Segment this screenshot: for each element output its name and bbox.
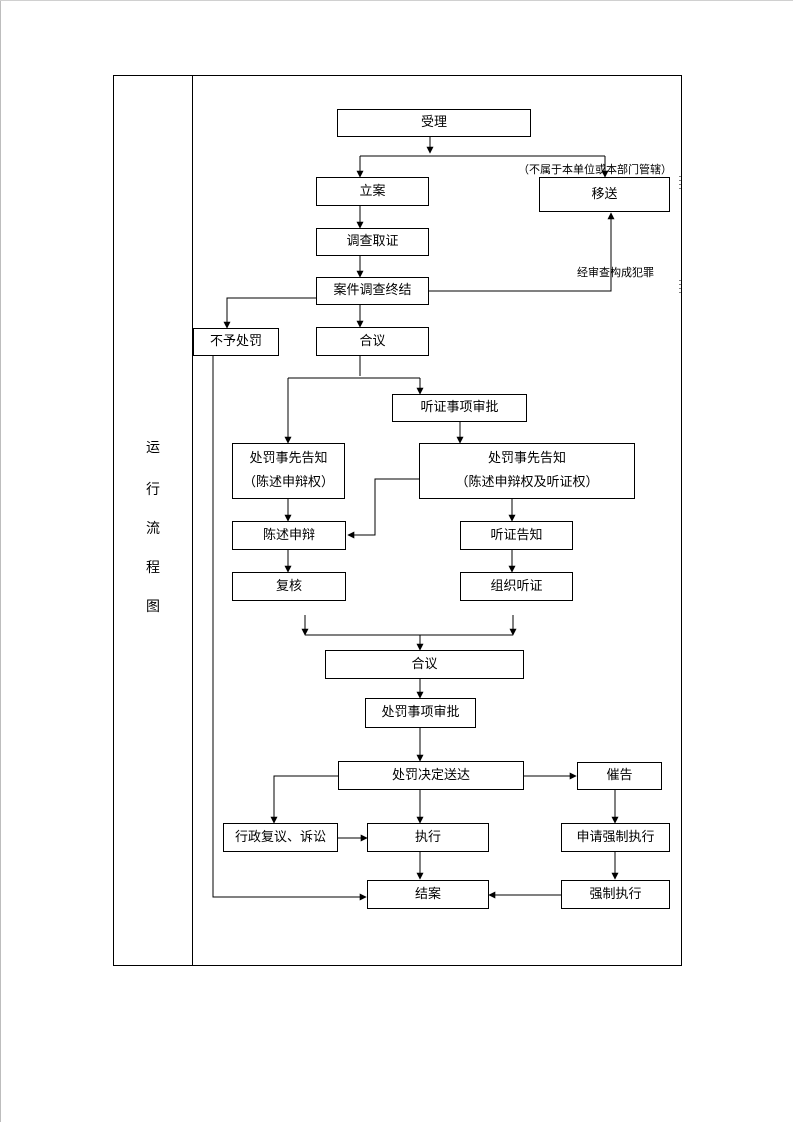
- annotation-not-in-jurisdiction: （不属于本单位或本部门管辖）: [518, 163, 672, 176]
- box-prior-notice-b: 处罚事先告知 （陈述申辩权及听证权）: [419, 443, 635, 499]
- box-forced-execution: 强制执行: [561, 880, 670, 909]
- box-label: 听证告知: [490, 527, 543, 543]
- box-label: 处罚事先告知: [487, 451, 566, 466]
- box-label: （陈述申辩权及听证权）: [455, 475, 599, 490]
- box-hearing-notice: 听证告知: [460, 521, 573, 550]
- box-penalty-approval: 处罚事项审批: [365, 698, 476, 728]
- box-close-case: 结案: [367, 880, 489, 909]
- side-title-char: 运: [146, 440, 160, 456]
- side-title-char: 流: [146, 521, 160, 537]
- box-label: 组织听证: [490, 578, 543, 594]
- box-label: 执行: [414, 829, 441, 845]
- line-no-penalty-to-close: [212, 356, 367, 901]
- box-label: 陈述申辩: [262, 527, 315, 543]
- side-title-char: 程: [146, 560, 160, 576]
- box-review: 复核: [232, 572, 346, 601]
- box-label: 听证事项审批: [420, 400, 499, 415]
- box-label: 立案: [359, 183, 386, 199]
- box-label: 调查取证: [346, 234, 399, 249]
- box-label: 处罚事先告知: [249, 451, 328, 466]
- arrow-to-admin-review: [270, 775, 338, 824]
- box-statement-defense: 陈述申辩: [232, 521, 346, 550]
- side-title-char: 行: [146, 482, 160, 498]
- box-file-case: 立案: [316, 177, 429, 206]
- box-hearing-approval: 听证事项审批: [392, 394, 527, 422]
- box-label: 合议: [411, 656, 438, 672]
- box-discussion-2: 合议: [325, 650, 524, 679]
- box-label: 催告: [606, 768, 633, 783]
- box-accept: 受理: [337, 109, 531, 137]
- line-crime-to-transfer: [429, 212, 615, 292]
- box-apply-enforcement: 申请强制执行: [561, 823, 670, 852]
- box-label: 处罚决定送达: [391, 767, 470, 783]
- box-label: 结案: [414, 886, 441, 902]
- page-edge-top: [0, 0, 793, 1]
- table-frame: [113, 75, 682, 966]
- box-investigate: 调查取证: [316, 228, 429, 256]
- column-divider: [192, 75, 193, 965]
- page-edge-left: [0, 0, 1, 1122]
- line-b-to-statement: [347, 478, 419, 539]
- box-label: 受理: [420, 115, 447, 130]
- box-label: 处罚事项审批: [381, 705, 460, 720]
- box-label: 不予处罚: [209, 334, 262, 349]
- box-urge: 催告: [577, 762, 662, 790]
- box-label: （陈述申辩权）: [242, 475, 334, 490]
- box-label: 强制执行: [589, 886, 642, 902]
- arrow-to-no-penalty: [223, 297, 316, 329]
- box-label: 复核: [275, 578, 302, 594]
- box-discussion-1: 合议: [316, 327, 429, 356]
- box-label: 合议: [359, 333, 386, 349]
- box-prior-notice-a: 处罚事先告知 （陈述申辩权）: [232, 443, 345, 499]
- side-title-char: 图: [146, 599, 160, 615]
- box-label: 行政复议、诉讼: [234, 829, 326, 845]
- box-execute: 执行: [367, 823, 489, 852]
- box-organize-hearing: 组织听证: [460, 572, 573, 601]
- box-label: 申请强制执行: [576, 829, 655, 845]
- box-admin-review: 行政复议、诉讼: [223, 823, 338, 852]
- box-label: 案件调查终结: [333, 283, 412, 298]
- box-decision-delivery: 处罚决定送达: [338, 761, 524, 790]
- box-transfer: 移送: [539, 177, 670, 212]
- box-no-penalty: 不予处罚: [193, 328, 279, 356]
- box-investigation-end: 案件调查终结: [316, 277, 429, 305]
- box-label: 移送: [591, 186, 618, 202]
- annotation-crime-found: 经审查构成犯罪: [577, 266, 654, 279]
